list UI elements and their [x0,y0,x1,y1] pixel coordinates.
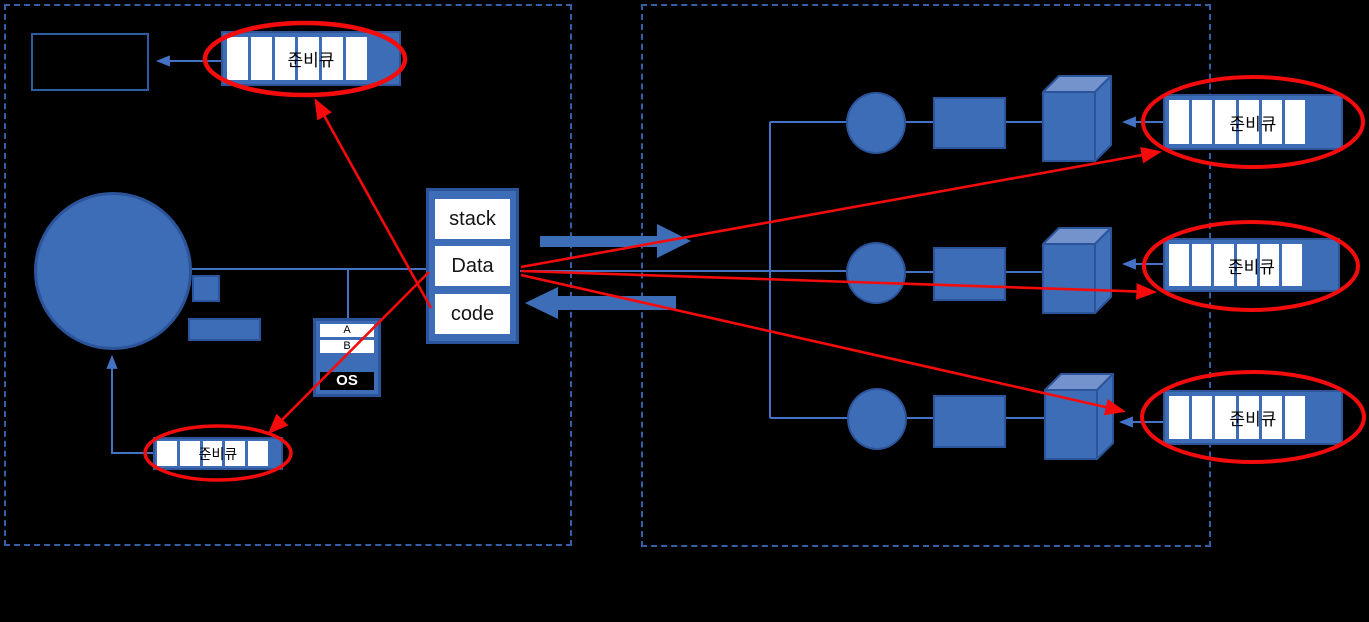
data-segment: Data [435,246,510,286]
block-arrow-right [540,224,691,258]
ready-queue-label: 준비큐 [1228,257,1275,277]
empty-state-rect [31,33,149,91]
red-line-to-bottom-left-queue [267,271,430,435]
ready-queue-right-2: 준비큐 [1163,238,1340,292]
queue-cells [1169,100,1306,144]
thread-square-1 [933,97,1006,149]
cube-front-face [1042,243,1096,314]
thread-square-2 [933,247,1006,301]
red-line-to-top-left-queue [314,98,433,309]
queue-cells [157,441,268,466]
red-highlight-ellipse-top-left [202,20,408,98]
red-highlight-ellipse-bottom-left [143,424,293,482]
process-boundary-box [4,4,572,546]
queue-cells [227,37,367,80]
thread-square-3 [933,395,1006,448]
stack-segment: stack [435,198,510,239]
queue-cells [1169,396,1306,439]
memory-row-b: B [320,340,374,353]
memory-row-a: A [320,324,374,337]
cube-front-face [1042,91,1096,162]
thread-cube-1 [1042,75,1112,162]
thread-circle-2 [846,242,906,304]
ready-queue-bottom-left: 준비큐 [153,437,283,470]
cpu-circle [34,192,192,350]
thread-circle-3 [847,388,907,450]
ready-queue-label: 준비큐 [1229,114,1277,134]
red-highlight-ellipse-right-1 [1141,75,1365,169]
small-bar [188,318,261,341]
ready-queue-label: 준비큐 [198,445,238,462]
ready-queue-right-3: 준비큐 [1163,390,1343,445]
queue-cells [1169,244,1303,286]
code-segment: code [435,293,510,334]
process-image-box: stack Data code [426,188,519,344]
thread-cube-3 [1044,373,1114,460]
ready-queue-label: 준비큐 [287,51,335,70]
thread-circle-1 [846,92,906,154]
block-arrow-left [525,287,676,319]
ready-queue-top-left: 준비큐 [221,31,401,86]
red-highlight-ellipse-right-2 [1142,220,1360,312]
red-line-to-right-queue-1 [520,146,1163,269]
ready-queue-right-1: 준비큐 [1163,94,1343,150]
red-highlight-ellipse-right-3 [1140,370,1366,464]
red-line-to-right-queue-2 [520,269,1158,300]
memory-row-os: OS [320,372,374,390]
ready-queue-label: 준비큐 [1229,410,1277,429]
cube-front-face [1044,389,1098,460]
thread-cube-2 [1042,227,1112,314]
arrow-queue-to-cpu [106,354,153,454]
small-square [192,275,220,302]
red-line-to-right-queue-3 [520,273,1127,416]
